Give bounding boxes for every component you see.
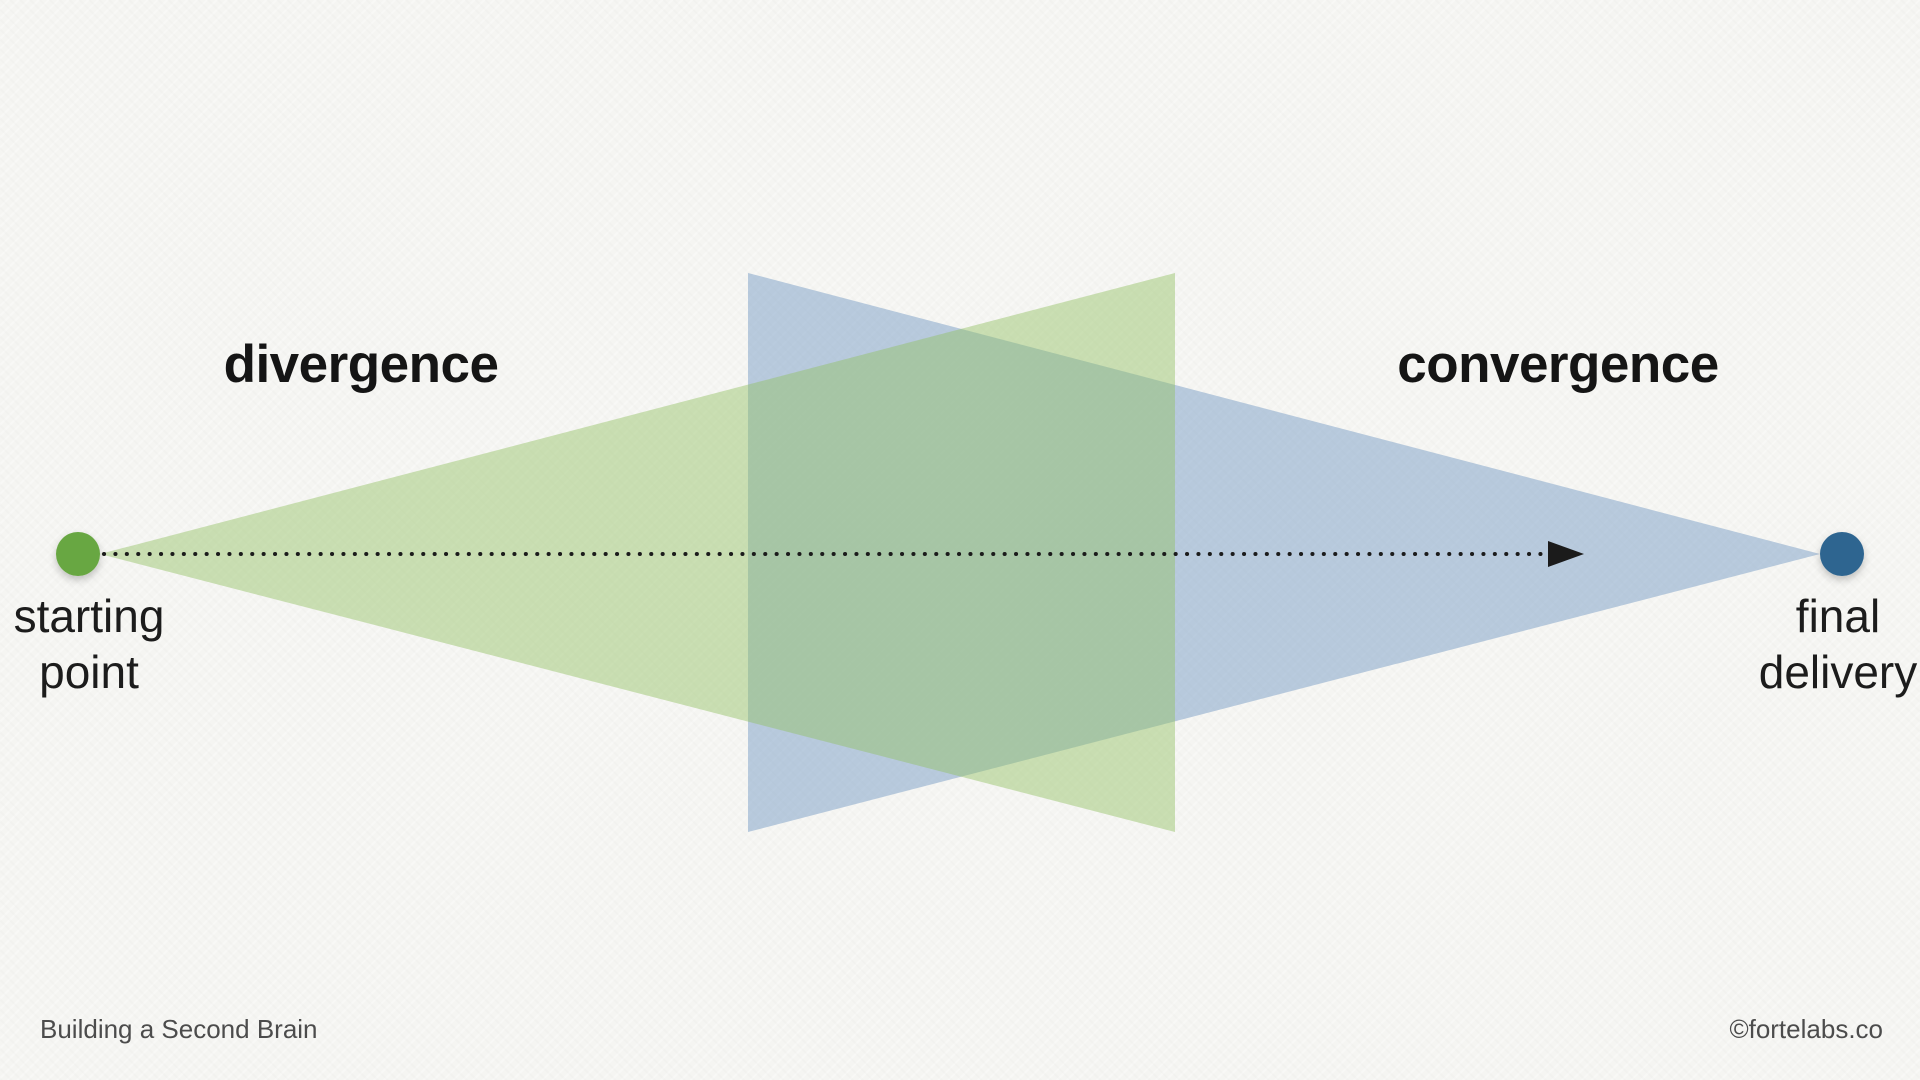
starting-point-dot-icon <box>56 532 100 576</box>
final-delivery-label-line1: final <box>1795 590 1881 642</box>
final-delivery-label-line2: delivery <box>1758 646 1918 698</box>
convergence-label: convergence <box>1397 335 1719 394</box>
final-delivery-label: final delivery <box>1759 588 1918 700</box>
source-title: Building a Second Brain <box>40 1014 318 1044</box>
divergence-label: divergence <box>223 335 499 394</box>
convergence-triangle <box>748 273 1820 832</box>
divergence-triangle <box>100 273 1175 832</box>
final-delivery-dot-icon <box>1820 532 1864 576</box>
arrowhead-icon <box>1548 541 1584 567</box>
copyright-credit: ©fortelabs.co <box>1729 1014 1883 1044</box>
starting-point-label: starting point <box>14 588 165 700</box>
starting-point-label-line2: point <box>39 646 139 698</box>
starting-point-label-line1: starting <box>13 590 165 642</box>
